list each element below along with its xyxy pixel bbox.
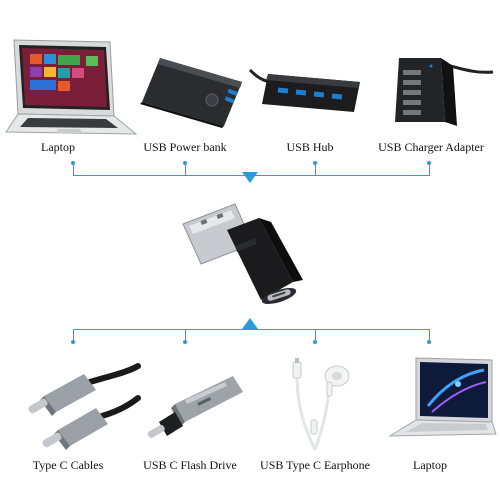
device-label-earphone: USB Type C Earphone [260, 458, 370, 472]
device-label-power-bank: USB Power bank [143, 140, 227, 154]
type-c-cable-icon [28, 363, 141, 450]
arrow-up-icon [242, 318, 258, 329]
device-label-laptop-top: Laptop [41, 140, 75, 154]
flash-drive-icon [147, 376, 243, 438]
earphone-icon [292, 358, 350, 451]
device-label-laptop-bottom: Laptop [413, 458, 447, 472]
laptop-icon [388, 357, 497, 437]
power-bank-icon [140, 58, 242, 128]
usb-hub-icon [248, 68, 360, 112]
device-label-type-c-cables: Type C Cables [32, 458, 104, 472]
arrow-down-icon [242, 172, 258, 183]
device-label-usb-hub: USB Hub [286, 140, 334, 154]
usb-a-to-c-adapter-icon [182, 203, 303, 304]
charger-adapter-icon [395, 58, 494, 126]
device-label-flash-drive: USB C Flash Drive [143, 458, 237, 472]
device-label-charger-adapter: USB Charger Adapter [378, 140, 484, 154]
laptop-icon [5, 39, 138, 135]
